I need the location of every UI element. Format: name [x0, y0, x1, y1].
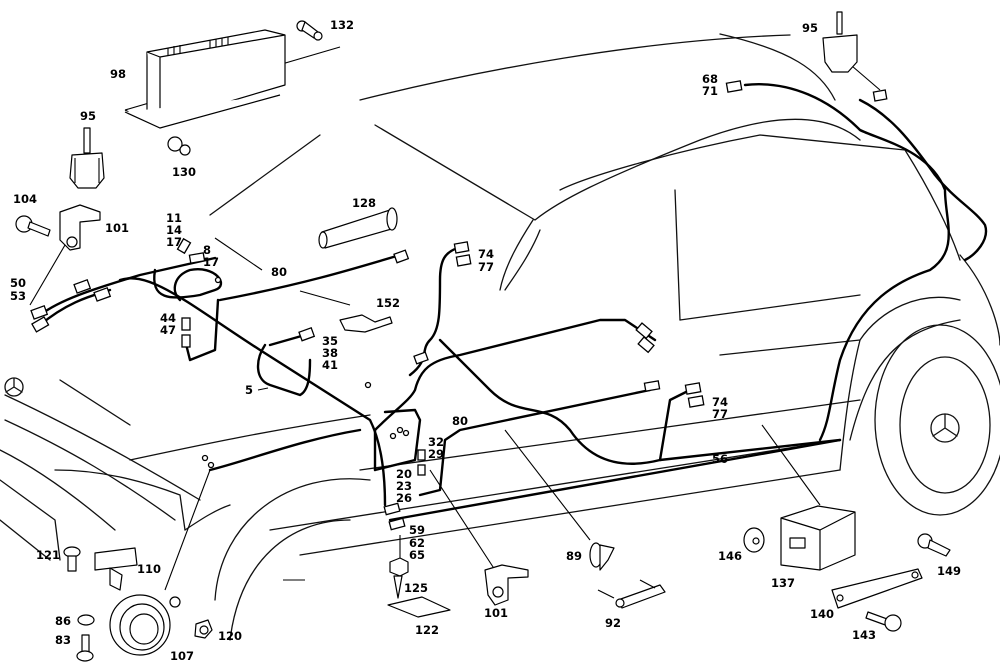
callout-65[interactable]: 65	[409, 548, 425, 562]
callout-101-rear[interactable]: 101	[484, 606, 508, 620]
callout-83[interactable]: 83	[55, 633, 71, 647]
part-92-strap[interactable]	[597, 579, 666, 609]
callout-35[interactable]: 35	[322, 334, 338, 348]
part-107-horn[interactable]	[109, 594, 181, 656]
callout-41[interactable]: 41	[322, 358, 338, 372]
part-95-switch-rear[interactable]	[822, 11, 858, 73]
callout-104[interactable]: 104	[13, 192, 37, 206]
part-140-bracket[interactable]	[831, 568, 923, 609]
callout-137[interactable]: 137	[771, 576, 795, 590]
callout-56[interactable]: 56	[712, 452, 728, 466]
callout-132[interactable]: 132	[330, 18, 354, 32]
callout-77-bottom[interactable]: 77	[712, 407, 728, 421]
callout-38[interactable]: 38	[322, 346, 338, 360]
part-146-nut[interactable]	[743, 527, 765, 553]
callout-128[interactable]: 128	[352, 196, 376, 210]
callout-29[interactable]: 29	[428, 447, 444, 461]
part-120-nut[interactable]	[194, 619, 213, 639]
callout-68[interactable]: 68	[702, 72, 718, 86]
callout-125[interactable]: 125	[404, 581, 428, 595]
callout-74-bottom[interactable]: 74	[712, 395, 728, 409]
callout-17b[interactable]: 17	[203, 255, 219, 269]
callout-62[interactable]: 62	[409, 536, 425, 550]
part-143-bolt[interactable]	[865, 611, 902, 632]
part-98-control-module[interactable]	[124, 29, 286, 129]
part-128-cylinder[interactable]	[318, 207, 398, 249]
callout-77-top[interactable]: 77	[478, 260, 494, 274]
part-152-clip[interactable]	[339, 314, 393, 333]
callout-44[interactable]: 44	[160, 311, 176, 325]
callout-140[interactable]: 140	[810, 607, 834, 621]
callout-74-top[interactable]: 74	[478, 247, 494, 261]
callout-143[interactable]: 143	[852, 628, 876, 642]
callout-20[interactable]: 20	[396, 467, 412, 481]
callout-121[interactable]: 121	[36, 548, 60, 562]
callout-labels: 132 98 95 130 104 101 11 14 17 8 17 80 5…	[10, 18, 961, 663]
callout-59[interactable]: 59	[409, 523, 425, 537]
part-132-plug[interactable]	[296, 20, 323, 41]
callout-120[interactable]: 120	[218, 629, 242, 643]
callout-98[interactable]: 98	[110, 67, 126, 81]
callout-11[interactable]: 11	[166, 211, 182, 225]
callout-23[interactable]: 23	[396, 479, 412, 493]
callout-86[interactable]: 86	[55, 614, 71, 628]
callout-107[interactable]: 107	[170, 649, 194, 663]
callout-26[interactable]: 26	[396, 491, 412, 505]
callout-80-bottom[interactable]: 80	[452, 414, 468, 428]
callout-47[interactable]: 47	[160, 323, 176, 337]
part-86-washer[interactable]	[77, 614, 95, 626]
callout-92[interactable]: 92	[605, 616, 621, 630]
callout-110[interactable]: 110	[137, 562, 161, 576]
part-95-switch-front[interactable]	[69, 127, 105, 189]
leader-lines	[29, 46, 881, 591]
callout-53[interactable]: 53	[10, 289, 26, 303]
callout-101-front[interactable]: 101	[105, 221, 129, 235]
part-149-screw[interactable]	[917, 533, 951, 557]
callout-5[interactable]: 5	[245, 383, 253, 397]
part-121-screw[interactable]	[63, 546, 81, 572]
callout-95-front[interactable]: 95	[80, 109, 96, 123]
callout-71[interactable]: 71	[702, 84, 718, 98]
callout-146[interactable]: 146	[718, 549, 742, 563]
part-130-clip[interactable]	[167, 136, 191, 156]
callout-152[interactable]: 152	[376, 296, 400, 310]
part-83-bolt[interactable]	[76, 634, 94, 662]
callout-50[interactable]: 50	[10, 276, 26, 290]
callout-122[interactable]: 122	[415, 623, 439, 637]
callout-17[interactable]: 17	[166, 235, 182, 249]
callout-149[interactable]: 149	[937, 564, 961, 578]
connectors	[30, 80, 888, 531]
part-137-module[interactable]	[780, 505, 856, 571]
part-110-bracket[interactable]	[94, 547, 138, 591]
part-104-washer-screw[interactable]	[15, 215, 51, 237]
part-101-bracket-front[interactable]	[59, 204, 101, 251]
part-125-screw[interactable]	[389, 557, 409, 599]
part-89-clip[interactable]	[589, 542, 615, 571]
part-122-clip[interactable]	[387, 596, 451, 618]
part-101-bracket-rear[interactable]	[484, 564, 529, 606]
callout-32[interactable]: 32	[428, 435, 444, 449]
callout-8[interactable]: 8	[203, 243, 211, 257]
car-body-outline	[0, 33, 1000, 641]
callout-14[interactable]: 14	[166, 223, 182, 237]
callout-89[interactable]: 89	[566, 549, 582, 563]
callout-95-rear[interactable]: 95	[802, 21, 818, 35]
callout-130[interactable]: 130	[172, 165, 196, 179]
callout-80-top[interactable]: 80	[271, 265, 287, 279]
